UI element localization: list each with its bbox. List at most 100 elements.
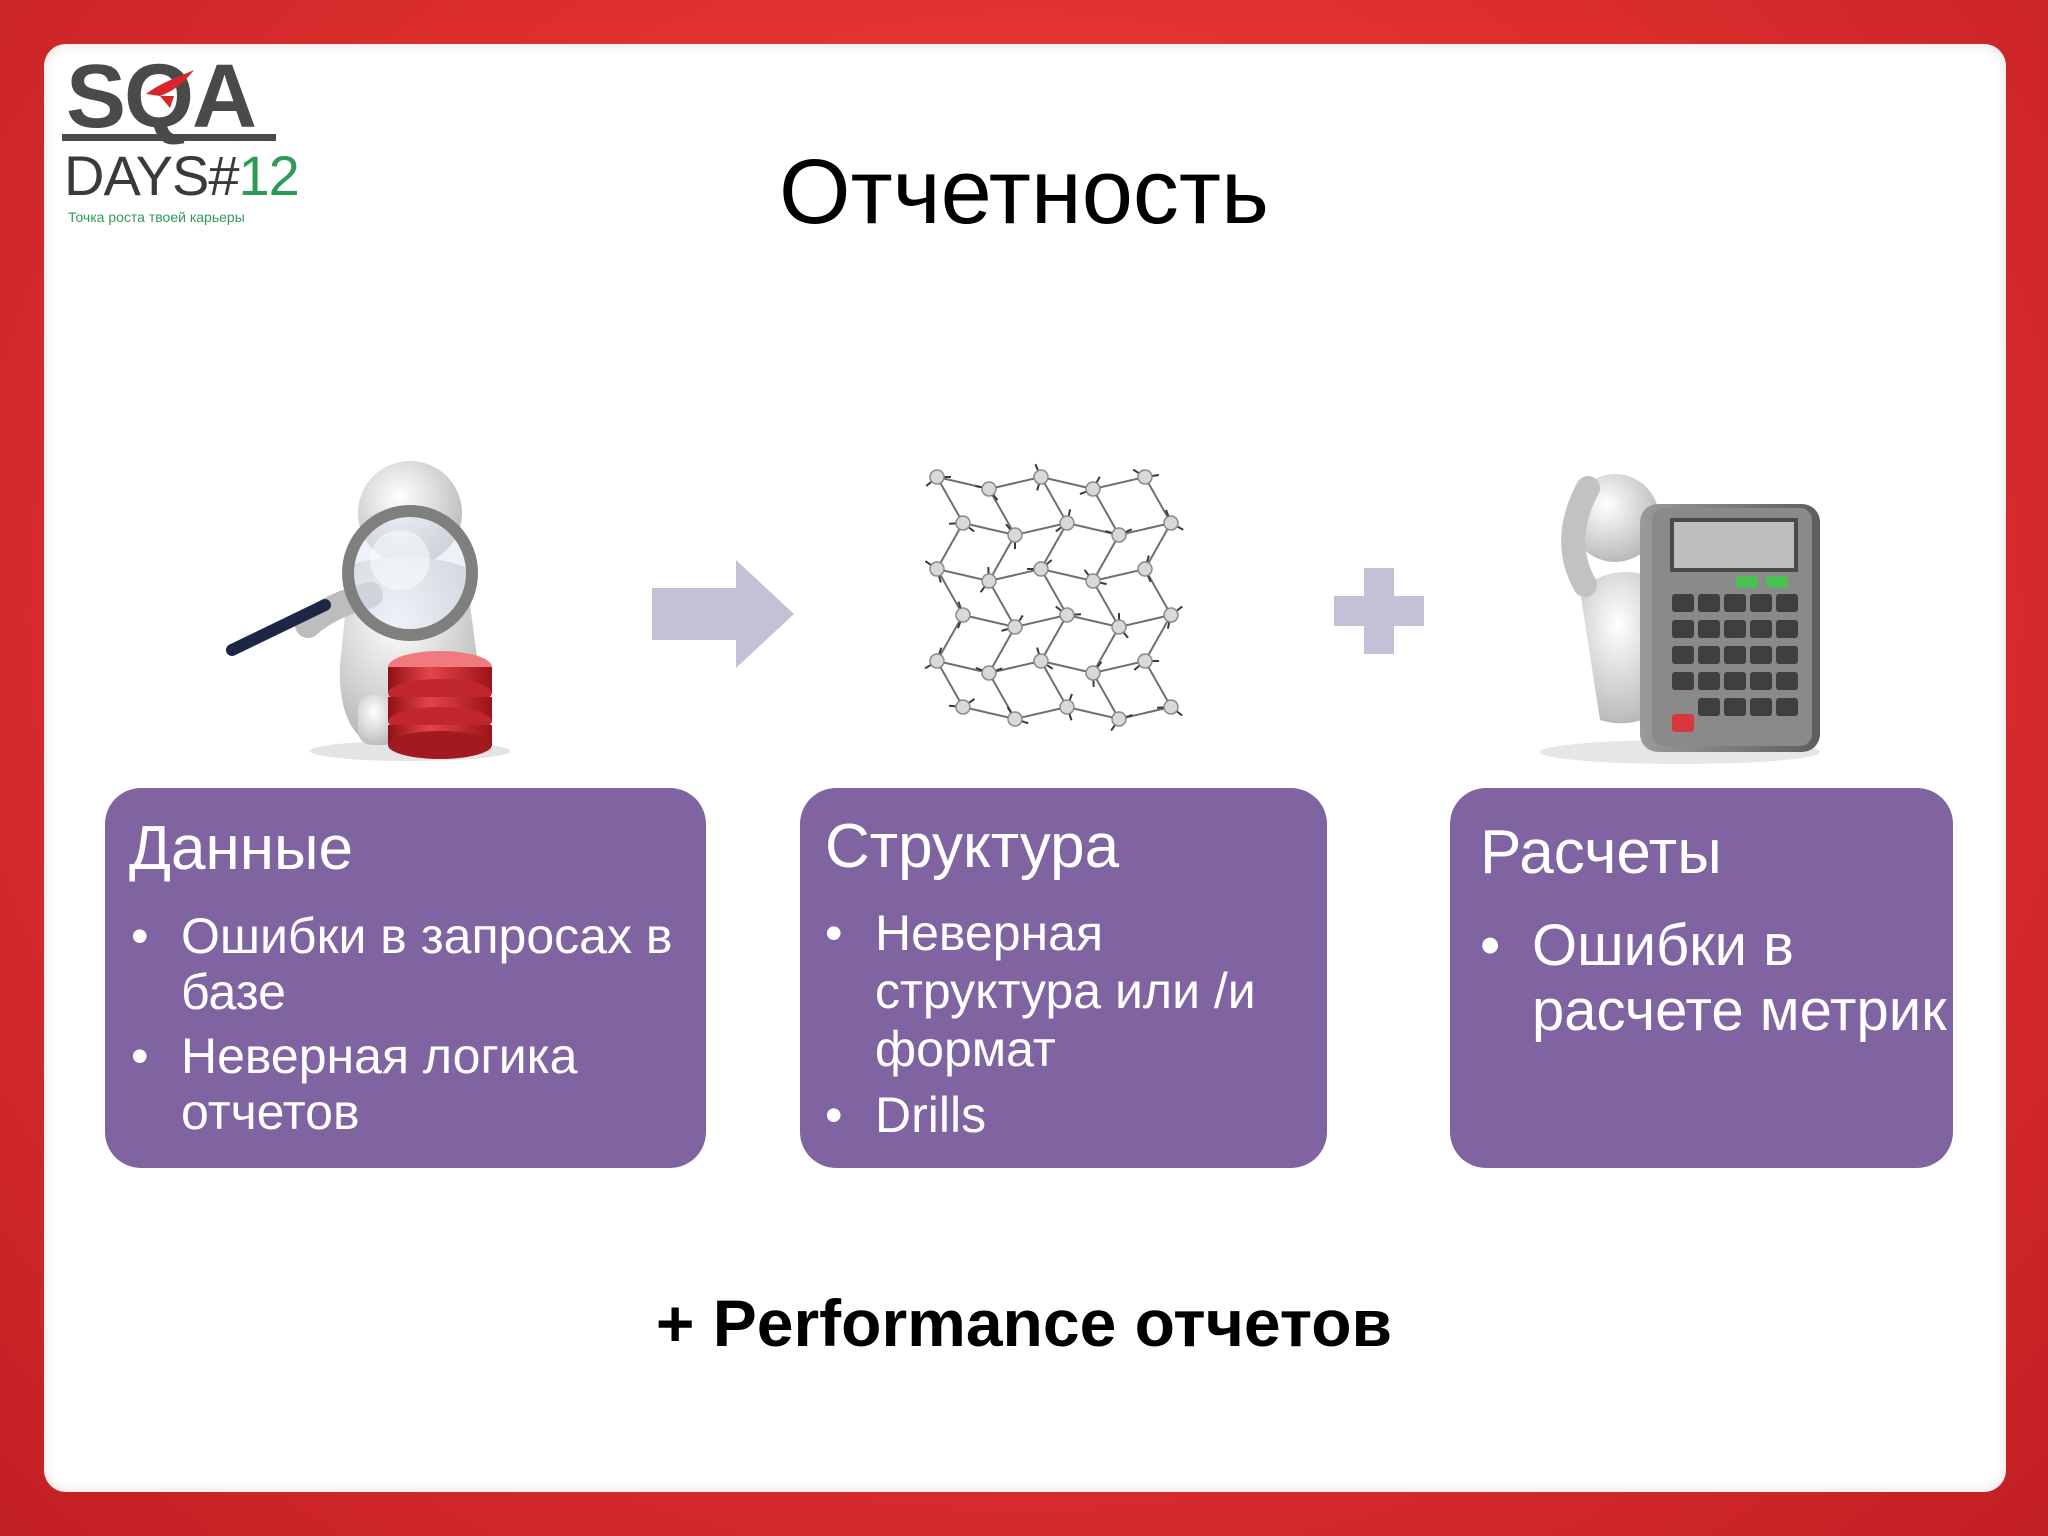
bond-line <box>1040 476 1094 490</box>
bond-line <box>1092 660 1146 674</box>
calculator-key <box>1776 594 1798 612</box>
calculator-key <box>1698 698 1720 716</box>
bond-line <box>1014 614 1068 628</box>
atom <box>1033 469 1049 485</box>
atom <box>1137 469 1153 485</box>
bullet-list: •Ошибки в расчете метрик <box>1480 913 1950 1044</box>
atom <box>955 607 971 623</box>
atom <box>929 561 945 577</box>
atom <box>1059 699 1075 715</box>
slide <box>44 44 2006 1492</box>
calculator-key <box>1724 672 1746 690</box>
bond-line <box>936 660 964 708</box>
sqa-days-logo: SQA DAYS#12 Точка роста твоей карьеры <box>62 52 300 232</box>
plus-icon <box>1334 568 1424 654</box>
arrow-right-icon <box>652 560 794 668</box>
bond-line <box>1040 476 1068 524</box>
calculator-key <box>1776 672 1798 690</box>
card-calculations: Расчеты •Ошибки в расчете метрик <box>1450 788 1953 1168</box>
list-item: •Drills <box>825 1087 987 1143</box>
calculator-key <box>1672 594 1694 612</box>
bond-line <box>1092 626 1120 674</box>
calculator-key <box>1776 646 1798 664</box>
bond-line <box>1092 476 1146 490</box>
atom <box>1137 653 1153 669</box>
calculator-key <box>1672 672 1694 690</box>
bond-line <box>936 476 964 524</box>
bond-line <box>1014 522 1068 536</box>
list-item: •Ошибки в расчете метрик <box>1480 913 1947 1043</box>
bond-line <box>988 488 1016 536</box>
list-item: •Неверная структура или /и формат <box>825 905 1256 1077</box>
bond-line <box>988 580 1016 628</box>
footer-note: + Performance отчетов <box>655 1286 1393 1360</box>
card-heading: Структура <box>825 812 1120 881</box>
bullet: • <box>825 1087 843 1143</box>
atom <box>1137 561 1153 577</box>
bond-line <box>1066 706 1120 720</box>
atom <box>1163 515 1179 531</box>
bond-line <box>1040 614 1068 662</box>
bond-line <box>1066 614 1120 628</box>
calculator-key <box>1698 620 1720 638</box>
list-item: •Ошибки в запросах в базе <box>131 908 673 1020</box>
atom <box>1111 527 1127 543</box>
calculator-key <box>1750 672 1772 690</box>
bond-line <box>1118 522 1172 536</box>
calculator-key <box>1750 646 1772 664</box>
calculator-key <box>1698 646 1720 664</box>
calculator-key <box>1776 620 1798 638</box>
atom <box>1059 515 1075 531</box>
card-heading: Расчеты <box>1480 818 1722 887</box>
calculator-key <box>1750 698 1772 716</box>
bond-line <box>936 614 964 662</box>
atom <box>1085 573 1101 589</box>
bond-line <box>1014 706 1068 720</box>
atom <box>1085 665 1101 681</box>
bullet: • <box>131 1028 149 1084</box>
calculator-key <box>1724 594 1746 612</box>
atom <box>1111 711 1127 727</box>
logo-divider <box>62 134 276 141</box>
bond-line <box>962 706 1016 720</box>
calculator-key <box>1776 698 1798 716</box>
bond-line <box>1040 522 1068 570</box>
calculator-key <box>1724 698 1746 716</box>
bond-line <box>936 522 964 570</box>
bullet: • <box>825 905 843 961</box>
bond-line <box>1092 568 1146 582</box>
bond-line <box>1144 476 1172 524</box>
atom <box>1033 653 1049 669</box>
list-item: •Неверная логика отчетов <box>131 1028 578 1140</box>
atom <box>929 469 945 485</box>
atom <box>1163 699 1179 715</box>
bullet-list: •Ошибки в запросах в базе •Неверная логи… <box>131 908 701 1140</box>
logo-tagline: Точка роста твоей карьеры <box>68 209 245 225</box>
bond-line <box>936 568 990 582</box>
atom <box>1111 619 1127 635</box>
atom <box>981 481 997 497</box>
molecular-structure-icon <box>924 463 1184 732</box>
calculator-key <box>1750 620 1772 638</box>
card-heading: Данные <box>129 814 353 883</box>
bond-line <box>1092 488 1120 536</box>
atom <box>955 699 971 715</box>
bond-line <box>1144 522 1172 570</box>
atom <box>981 665 997 681</box>
bond-line <box>1092 672 1120 720</box>
bond-line <box>1118 614 1172 628</box>
bond-line <box>936 568 964 616</box>
atom <box>1033 561 1049 577</box>
atom <box>1007 619 1023 635</box>
bullet: • <box>131 908 149 964</box>
atom <box>955 515 971 531</box>
bond-line <box>1040 660 1094 674</box>
bullet-list: •Неверная структура или /и формат •Drill… <box>825 904 1325 1144</box>
card-structure: Структура •Неверная структура или /и фор… <box>800 788 1327 1168</box>
atom <box>1007 711 1023 727</box>
bond-line <box>1092 534 1120 582</box>
calculator-key <box>1672 620 1694 638</box>
bond-line <box>988 534 1016 582</box>
calculator-key <box>1698 672 1720 690</box>
atom <box>929 653 945 669</box>
